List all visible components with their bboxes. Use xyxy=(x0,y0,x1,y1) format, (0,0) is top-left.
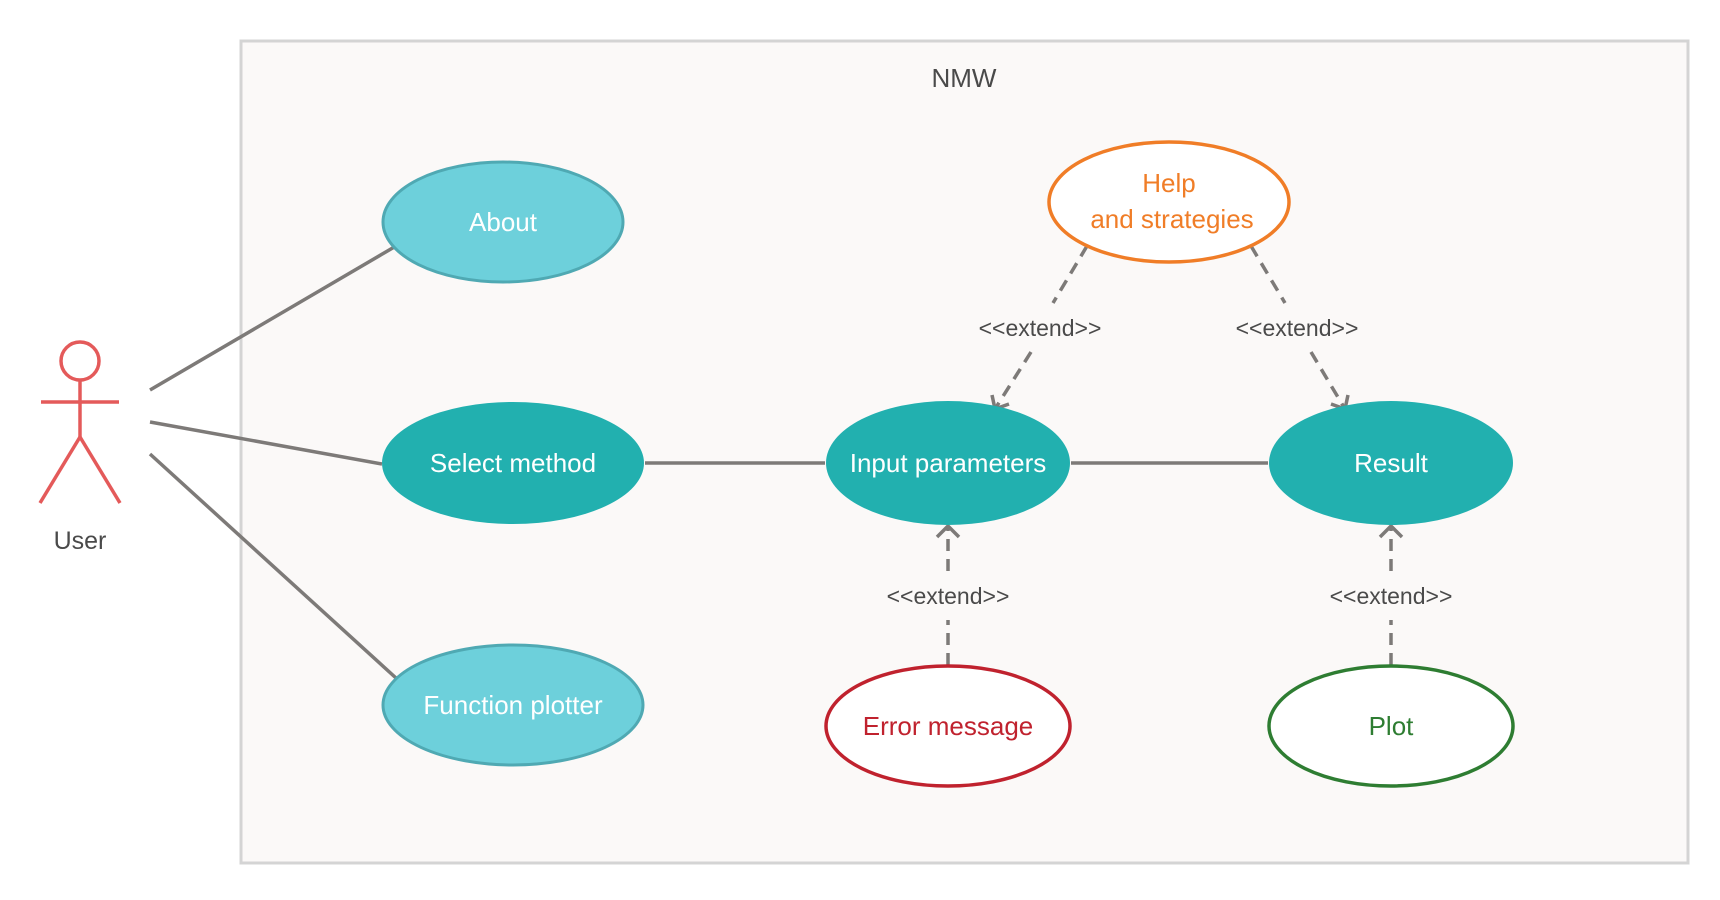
use-case-error-message-label: Error message xyxy=(863,711,1034,741)
extend-label: <<extend>> xyxy=(1236,315,1359,341)
use-case-function-plotter-label: Function plotter xyxy=(423,690,603,720)
use-case-plot-label: Plot xyxy=(1369,711,1415,741)
use-case-result[interactable]: Result xyxy=(1269,401,1513,525)
extend-error-to-input: <<extend>> xyxy=(887,523,1010,665)
use-case-plot-shape[interactable] xyxy=(1267,664,1515,788)
use-case-help-label-line1: Help xyxy=(1142,168,1195,198)
use-case-about-shape[interactable] xyxy=(381,160,625,284)
extend-label: <<extend>> xyxy=(1330,583,1453,609)
association-user-about xyxy=(149,244,397,392)
use-case-result-shape[interactable] xyxy=(1269,401,1513,525)
use-case-help-shape[interactable] xyxy=(1047,140,1291,264)
use-case-error-message-shape[interactable] xyxy=(824,664,1072,788)
use-case-input-parameters-shape[interactable] xyxy=(826,401,1070,525)
extend-label: <<extend>> xyxy=(979,315,1102,341)
extend-plot-to-result: <<extend>> xyxy=(1330,523,1453,665)
use-case-plot[interactable]: Plot xyxy=(1267,664,1515,788)
extend-line-segment xyxy=(1249,245,1287,304)
extend-line-segment xyxy=(1309,351,1347,410)
actor-left-leg xyxy=(38,436,82,504)
use-case-function-plotter-shape[interactable] xyxy=(381,643,645,767)
use-case-select-method-label: Select method xyxy=(430,448,596,478)
use-case-select-method[interactable]: Select method xyxy=(382,402,644,524)
association-user-function-plotter xyxy=(148,452,398,680)
extend-line-segment xyxy=(993,351,1033,410)
actor-label: User xyxy=(54,527,107,555)
use-case-about-label: About xyxy=(469,207,538,237)
actor-right-leg xyxy=(78,436,122,504)
extend-label: <<extend>> xyxy=(887,583,1010,609)
use-case-error-message[interactable]: Error message xyxy=(824,664,1072,788)
use-case-help-label-line2: and strategies xyxy=(1090,204,1253,234)
use-case-input-parameters-label: Input parameters xyxy=(850,448,1047,478)
extend-arrowhead xyxy=(1378,523,1404,539)
extend-line-segment xyxy=(1051,245,1089,304)
association-user-select-method xyxy=(149,420,383,466)
use-case-function-plotter[interactable]: Function plotter xyxy=(381,643,645,767)
actor-head xyxy=(59,340,101,382)
extend-arrowhead xyxy=(935,523,961,539)
system-title: NMW xyxy=(932,63,997,93)
use-case-input-parameters[interactable]: Input parameters xyxy=(826,401,1070,525)
use-case-about[interactable]: About xyxy=(381,160,625,284)
use-case-select-method-shape[interactable] xyxy=(382,402,644,524)
use-case-help-and-strategies[interactable]: Help and strategies xyxy=(1047,140,1291,264)
extend-help-to-result: <<extend>> xyxy=(1236,245,1359,412)
use-case-result-label: Result xyxy=(1354,448,1428,478)
actor-user: User xyxy=(38,340,122,555)
